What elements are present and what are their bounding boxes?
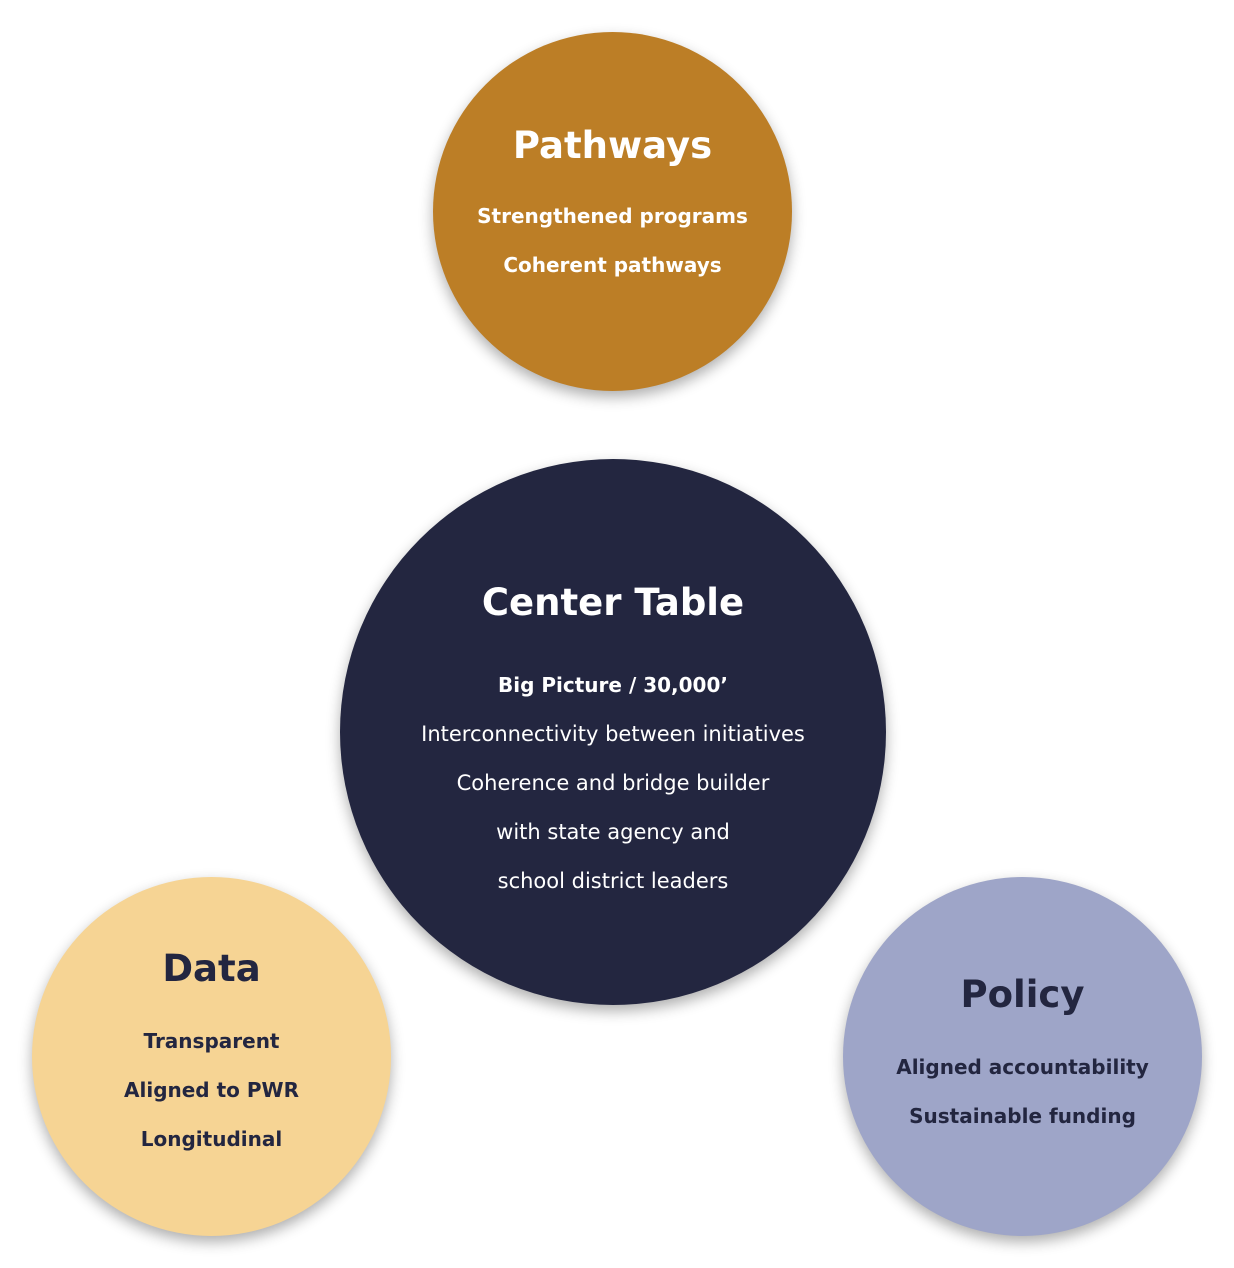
center-table-line: school district leaders bbox=[497, 869, 729, 893]
pathways-item: Coherent pathways bbox=[503, 253, 722, 277]
pathways-title: Pathways bbox=[512, 124, 713, 167]
center-table-subtitle: Big Picture / 30,000’ bbox=[498, 673, 728, 697]
data-item: Aligned to PWR bbox=[124, 1078, 299, 1102]
data-circle: Data Transparent Aligned to PWR Longitud… bbox=[32, 877, 391, 1236]
policy-circle: Policy Aligned accountability Sustainabl… bbox=[843, 877, 1202, 1236]
center-table-line: Interconnectivity between initiatives bbox=[421, 722, 805, 746]
center-table-line: with state agency and bbox=[496, 820, 730, 844]
policy-item: Sustainable funding bbox=[909, 1104, 1136, 1128]
center-table-line: Coherence and bridge builder bbox=[456, 771, 770, 795]
policy-item: Aligned accountability bbox=[896, 1055, 1149, 1079]
data-item: Transparent bbox=[143, 1029, 280, 1053]
data-item: Longitudinal bbox=[140, 1127, 283, 1151]
policy-title: Policy bbox=[960, 973, 1085, 1016]
center-table-circle: Center Table Big Picture / 30,000’ Inter… bbox=[340, 459, 886, 1005]
center-table-title: Center Table bbox=[481, 581, 745, 624]
data-title: Data bbox=[162, 947, 261, 990]
pathways-circle: Pathways Strengthened programs Coherent … bbox=[433, 32, 792, 391]
pathways-item: Strengthened programs bbox=[477, 204, 748, 228]
